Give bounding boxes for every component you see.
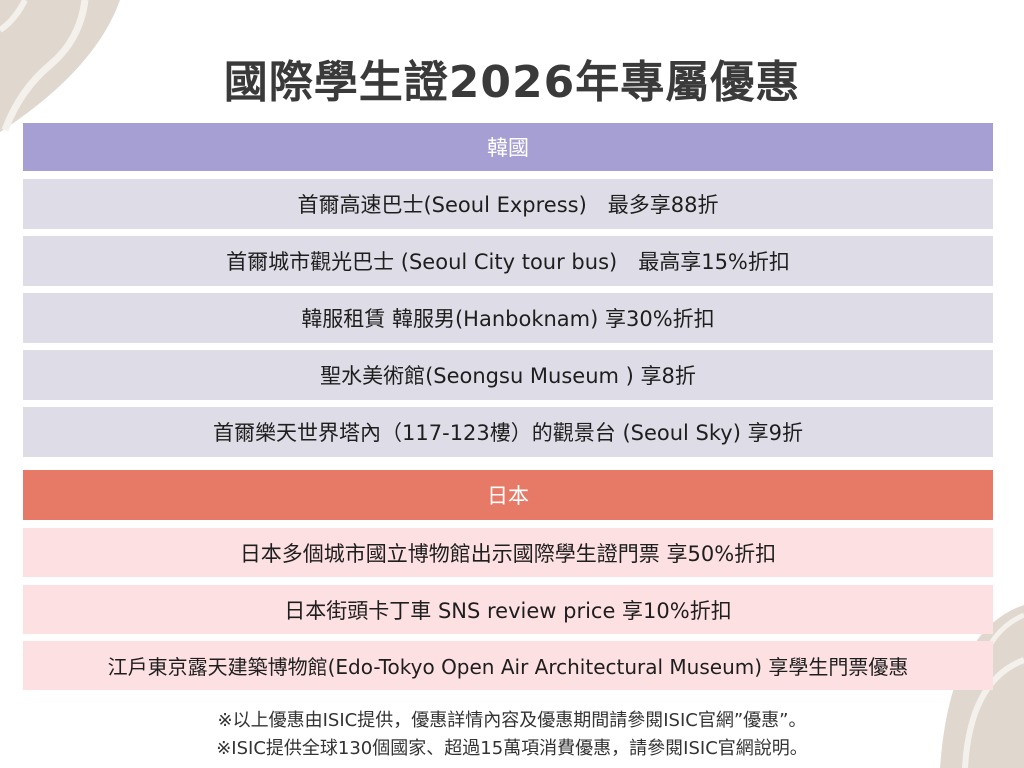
section-header-japan: 日本	[23, 470, 993, 520]
offer-row: 聖水美術館(Seongsu Museum ) 享8折	[23, 350, 993, 400]
offer-row: 江戶東京露天建築博物館(Edo-Tokyo Open Air Architect…	[23, 641, 993, 690]
footnote: ※以上優惠由ISIC提供，優惠詳情內容及優惠期間請參閱ISIC官網”優惠”。	[217, 710, 807, 731]
offer-row: 韓服租賃 韓服男(Hanboknam) 享30%折扣	[23, 293, 993, 343]
page-title: 國際學生證2026年專屬優惠	[223, 57, 801, 108]
footnote: ※ISIC提供全球130個國家、超過15萬項消費優惠，請參閱ISIC官網說明。	[216, 738, 808, 759]
decorative-leaf-top-left	[0, 0, 120, 132]
offer-row: 日本街頭卡丁車 SNS review price 享10%折扣	[23, 585, 993, 634]
section-header-korea: 韓國	[23, 123, 993, 171]
offer-row: 首爾樂天世界塔內（117-123樓）的觀景台 (Seoul Sky) 享9折	[23, 407, 993, 457]
offer-row: 日本多個城市國立博物館出示國際學生證門票 享50%折扣	[23, 528, 993, 577]
offer-row: 首爾城市觀光巴士 (Seoul City tour bus) 最高享15%折扣	[23, 236, 993, 286]
offer-row: 首爾高速巴士(Seoul Express) 最多享88折	[23, 179, 993, 229]
